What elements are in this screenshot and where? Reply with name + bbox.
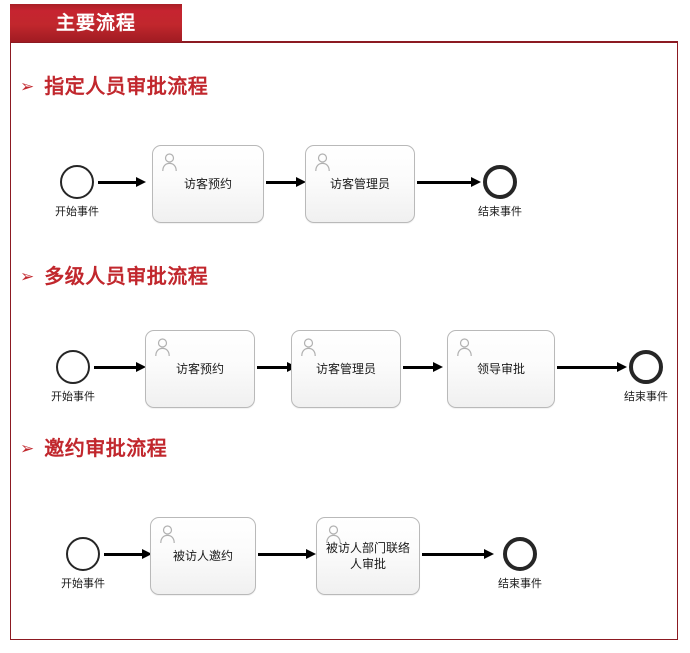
task-label-3-1: 被访人邀约: [172, 548, 233, 563]
end-event-label: 结束事件: [624, 390, 668, 403]
start-event-label: 开始事件: [61, 577, 105, 590]
connector-task1-to-task2: [258, 549, 316, 559]
connector-task1-to-task2: [266, 177, 314, 187]
connector-task3-to-end: [557, 362, 627, 372]
start-event-node: [56, 350, 90, 384]
end-event-node: [503, 537, 537, 571]
connector-task2-to-end: [417, 177, 481, 187]
task-node-3-1: 被访人邀约: [150, 517, 256, 595]
section-title-text-1: 指定人员审批流程: [44, 74, 209, 98]
task-node-3-2: 被访人部门联络 人审批: [316, 517, 420, 595]
task-label-1-2: 访客管理员: [329, 176, 390, 191]
task-label-2-2: 访客管理员: [315, 361, 376, 376]
task-node-1-2: 访客管理员: [305, 145, 415, 223]
task-node-2-2: 访客管理员: [291, 330, 401, 408]
task-label-1-1: 访客预约: [183, 176, 232, 191]
task-node-1-1: 访客预约: [152, 145, 264, 223]
connector-start-to-task1: [94, 362, 146, 372]
task-node-2-1: 访客预约: [145, 330, 255, 408]
task-label-3-2: 被访人部门联络 人审批: [325, 540, 410, 571]
arrow-bullet-icon: ➢: [20, 76, 35, 97]
start-event-label: 开始事件: [55, 205, 99, 218]
task-label-2-3: 领导审批: [476, 361, 525, 376]
connector-task2-to-task3: [403, 362, 451, 372]
start-event-node: [66, 537, 100, 571]
header-tab: 主要流程: [10, 4, 182, 42]
start-event-label: 开始事件: [51, 390, 95, 403]
person-icon: [456, 338, 473, 357]
section-title-text-3: 邀约审批流程: [44, 436, 168, 460]
person-icon: [154, 338, 171, 357]
person-icon: [314, 153, 331, 172]
person-icon: [159, 525, 176, 544]
end-event-node: [483, 165, 517, 199]
section-heading-2: ➢ 多级人员审批流程: [20, 266, 208, 286]
end-event-node: [629, 350, 663, 384]
connector-start-to-task1: [104, 549, 152, 559]
flow-diagram-2: 开始事件 访客预约 访客管理员: [0, 325, 690, 435]
connector-start-to-task1: [98, 177, 146, 187]
section-heading-1: ➢ 指定人员审批流程: [20, 76, 208, 96]
arrow-bullet-icon: ➢: [20, 266, 35, 287]
header-band: 主要流程: [0, 0, 690, 43]
header-tab-label: 主要流程: [55, 11, 136, 34]
section-heading-3: ➢ 邀约审批流程: [20, 438, 167, 458]
flow-diagram-1: 开始事件 访客预约 访客管理员 结束事件: [0, 140, 690, 250]
start-event-node: [60, 165, 94, 199]
person-icon: [161, 153, 178, 172]
flow-diagram-3: 开始事件 被访人邀约 被访人部门联络 人审批 结束事件: [0, 512, 690, 622]
person-icon: [300, 338, 317, 357]
section-title-text-2: 多级人员审批流程: [44, 264, 209, 288]
person-icon: [325, 525, 342, 544]
panel-top-divider: [182, 41, 678, 43]
connector-task2-to-end: [422, 549, 494, 559]
end-event-label: 结束事件: [498, 577, 542, 590]
task-node-2-3: 领导审批: [447, 330, 555, 408]
arrow-bullet-icon: ➢: [20, 438, 35, 459]
end-event-label: 结束事件: [478, 205, 522, 218]
task-label-2-1: 访客预约: [175, 361, 224, 376]
